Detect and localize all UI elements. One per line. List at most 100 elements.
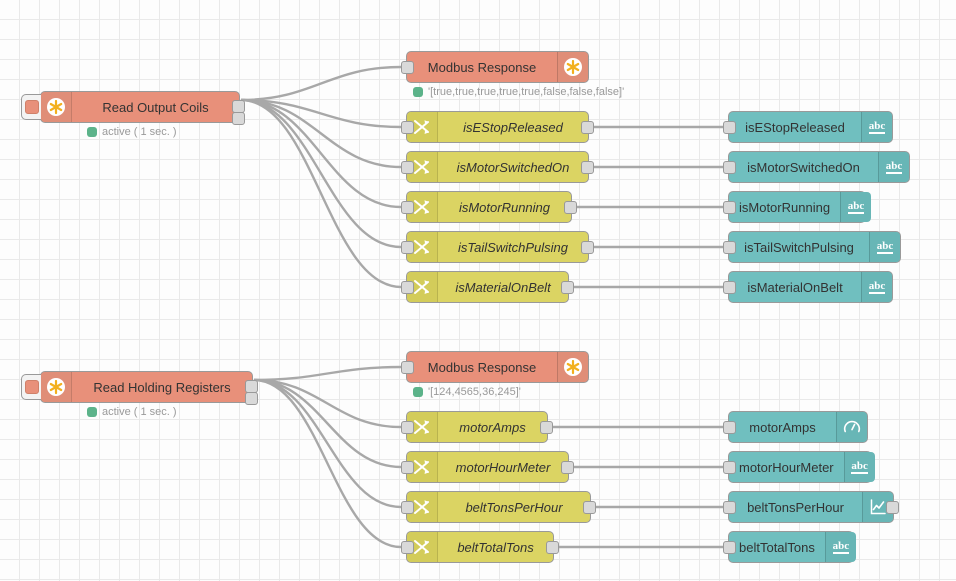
function-node-0-3[interactable]: isTailSwitchPulsing [401, 231, 594, 263]
node-label: isTailSwitchPulsing [457, 239, 569, 255]
function-node-1-3[interactable]: beltTotalTons [401, 531, 559, 563]
node-label: beltTotalTons [739, 539, 815, 555]
output-node-0-4[interactable]: isMaterialOnBelt abc [723, 271, 893, 303]
input-port[interactable] [401, 61, 414, 74]
node-label: beltTotalTons [457, 539, 534, 555]
output-node-1-0[interactable]: motorAmps [723, 411, 868, 443]
input-port[interactable] [401, 421, 414, 434]
status-text: '[true,true,true,true,true,false,false,f… [428, 86, 625, 98]
input-port[interactable] [723, 421, 736, 434]
input-port[interactable] [401, 461, 414, 474]
output-port[interactable] [581, 161, 594, 174]
output-node-1-2[interactable]: beltTonsPerHour [723, 491, 899, 523]
node-label: motorHourMeter [455, 459, 551, 475]
input-port[interactable] [401, 241, 414, 254]
input-port[interactable] [401, 121, 414, 134]
green-dot-icon [413, 387, 423, 397]
wire [240, 98, 402, 249]
output-port[interactable] [232, 112, 245, 125]
input-port[interactable] [723, 201, 736, 214]
function-node-1-1[interactable]: motorHourMeter [401, 451, 574, 483]
input-port[interactable] [723, 281, 736, 294]
node-label: isEStopReleased [463, 119, 563, 135]
modbus-response-node-0[interactable]: Modbus Response '[true,true,true,true,tru… [401, 51, 624, 98]
wire [253, 365, 402, 382]
wire [240, 98, 402, 289]
output-port[interactable] [561, 281, 574, 294]
modbus-response-node-1[interactable]: Modbus Response'[124,4565,36,245]' [401, 351, 589, 398]
function-node-0-0[interactable]: isEStopReleased [401, 111, 594, 143]
output-port[interactable] [564, 201, 577, 214]
function-node-1-0[interactable]: motorAmps [401, 411, 553, 443]
node-status: active ( 1 sec. ) [87, 406, 177, 418]
output-port[interactable] [546, 541, 559, 554]
wire [240, 65, 402, 102]
wire [253, 378, 402, 469]
output-port[interactable] [540, 421, 553, 434]
abc-icon: abc [861, 112, 892, 142]
input-port[interactable] [401, 361, 414, 374]
node-label: motorAmps [749, 419, 816, 435]
input-port[interactable] [401, 281, 414, 294]
input-port[interactable] [401, 161, 414, 174]
function-node-0-1[interactable]: isMotorSwitchedOn [401, 151, 594, 183]
abc-icon: abc [843, 452, 875, 482]
node-label: isTailSwitchPulsing [744, 239, 854, 255]
node-label: Read Output Coils [102, 99, 209, 115]
node-label: isMaterialOnBelt [747, 279, 843, 295]
node-label: Modbus Response [427, 59, 537, 75]
output-port[interactable] [245, 392, 258, 405]
output-node-1-3[interactable]: beltTotalTons abc [723, 531, 856, 563]
switch-icon [407, 272, 438, 302]
node-label: isMotorRunning [458, 199, 551, 215]
input-port[interactable] [723, 161, 736, 174]
output-port[interactable] [581, 241, 594, 254]
abc-icon: abc [824, 532, 856, 562]
gauge-icon [836, 412, 867, 442]
green-dot-icon [87, 407, 97, 417]
node-status: '[124,4565,36,245]' [413, 386, 521, 398]
wire [253, 378, 402, 429]
input-port[interactable] [401, 501, 414, 514]
wire [240, 98, 402, 129]
output-port[interactable] [561, 461, 574, 474]
abc-icon: abc [878, 152, 909, 182]
node-label: motorAmps [459, 419, 526, 435]
output-node-0-3[interactable]: isTailSwitchPulsing abc [723, 231, 901, 263]
input-port[interactable] [723, 461, 736, 474]
function-node-0-2[interactable]: isMotorRunning [401, 191, 577, 223]
wire [240, 98, 402, 209]
wire [240, 98, 402, 169]
inject-button-icon[interactable] [21, 94, 41, 120]
input-port[interactable] [723, 121, 736, 134]
output-port[interactable] [583, 501, 596, 514]
modbus-read-node-0[interactable]: Read Output Coils active ( 1 sec. ) [21, 91, 245, 138]
input-port[interactable] [723, 541, 736, 554]
input-port[interactable] [723, 241, 736, 254]
input-port[interactable] [401, 541, 414, 554]
input-port[interactable] [401, 201, 414, 214]
input-port[interactable] [723, 501, 736, 514]
abc-icon: abc [861, 272, 892, 302]
node-label: isEStopReleased [745, 119, 845, 135]
node-label: isMotorSwitchedOn [456, 159, 570, 175]
inject-button-icon[interactable] [21, 374, 41, 400]
abc-icon: abc [840, 192, 872, 222]
function-node-0-4[interactable]: isMaterialOnBelt [401, 271, 574, 303]
asterisk-icon [41, 92, 72, 122]
green-dot-icon [87, 127, 97, 137]
function-node-1-2[interactable]: beltTonsPerHour [401, 491, 596, 523]
output-port[interactable] [581, 121, 594, 134]
output-port[interactable] [886, 501, 899, 514]
abc-icon: abc [869, 232, 900, 262]
status-text: '[124,4565,36,245]' [428, 386, 521, 398]
output-node-0-0[interactable]: isEStopReleased abc [723, 111, 893, 143]
green-dot-icon [413, 87, 423, 97]
asterisk-icon [41, 372, 72, 402]
status-text: active ( 1 sec. ) [102, 126, 177, 138]
